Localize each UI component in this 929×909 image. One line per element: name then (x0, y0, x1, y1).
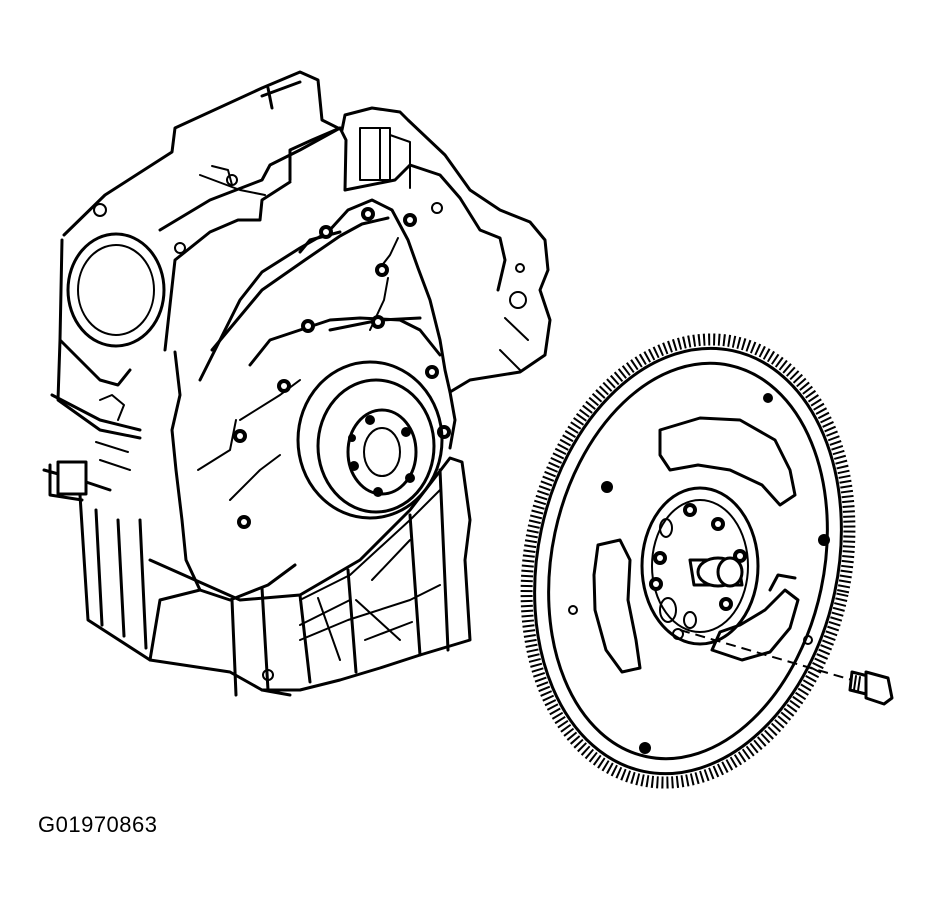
flexplate (520, 333, 856, 789)
crankshaft-hub (296, 360, 444, 520)
oil-pan (148, 456, 472, 697)
timing-cover (170, 198, 457, 602)
ring-gear (520, 333, 856, 789)
flexplate-bolt (679, 629, 894, 706)
engine-block (42, 70, 552, 697)
figure-id-label: G01970863 (38, 812, 158, 837)
